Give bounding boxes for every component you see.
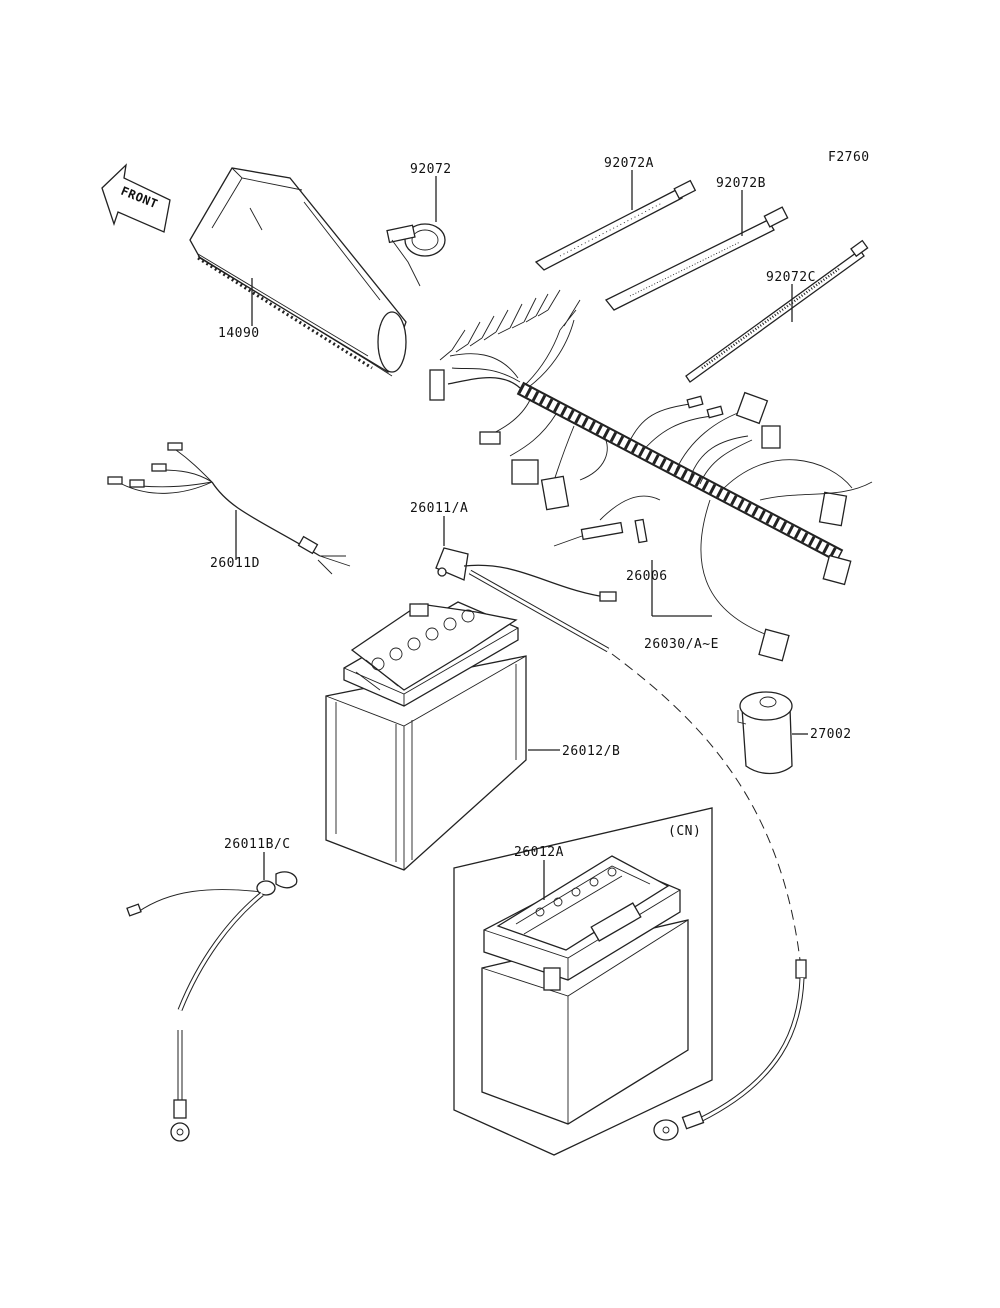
label-battery: 26012/B (562, 744, 620, 759)
lead-bc-part (126, 871, 298, 1142)
cn-region-outline (453, 807, 713, 1156)
label-lead-d: 26011D (210, 556, 260, 571)
harness-pin-part (634, 518, 648, 544)
battery-part (325, 601, 527, 871)
label-lead-a: 26011/A (410, 501, 468, 516)
label-harness: 26030/A~E (644, 637, 719, 652)
band-a-part (534, 179, 697, 271)
band-b-part (604, 206, 789, 311)
label-clamp: 92072 (410, 162, 452, 177)
region-label: (CN) (668, 824, 701, 839)
figure-code: F2760 (828, 150, 870, 165)
label-cover: 14090 (218, 326, 260, 341)
battery-cn-part (481, 855, 689, 1125)
label-band-a: 92072A (604, 156, 654, 171)
front-arrow-icon: FRONT (101, 163, 171, 233)
lead-d-part (107, 442, 351, 575)
label-band-c: 92072C (766, 270, 816, 285)
cover-part (189, 167, 407, 377)
dashed-connector (611, 653, 801, 961)
label-battery-cn: 26012A (514, 845, 564, 860)
label-lead-bc: 26011B/C (224, 837, 291, 852)
clamp-part (386, 223, 446, 287)
label-harness-pin: 26006 (626, 569, 668, 584)
lead-end-part (653, 959, 807, 1141)
band-c-part (685, 239, 869, 383)
label-relay: 27002 (810, 727, 852, 742)
wiring-harness-part (429, 289, 873, 662)
relay-part (737, 691, 793, 775)
label-band-b: 92072B (716, 176, 766, 191)
lead-a-part (435, 547, 617, 653)
